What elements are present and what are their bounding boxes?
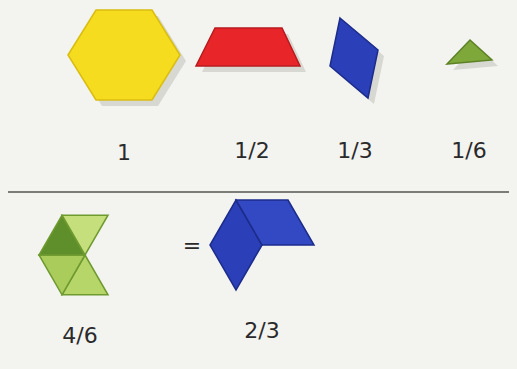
red-trapezoid — [196, 28, 300, 66]
green-triangle — [447, 40, 492, 64]
value-label: 1 — [117, 140, 131, 165]
equals-sign: = — [183, 233, 201, 258]
divider-line — [8, 191, 509, 193]
two-blue-rhombi — [210, 200, 314, 290]
yellow-hexagon — [68, 10, 180, 100]
blue-rhombus — [330, 18, 378, 98]
fraction-label: 1/2 — [234, 138, 269, 163]
fraction-label: 2/3 — [244, 318, 279, 343]
fraction-label: 4/6 — [62, 323, 97, 348]
four-green-triangles — [39, 215, 108, 295]
fraction-label: 1/3 — [337, 138, 372, 163]
fraction-label: 1/6 — [451, 138, 486, 163]
